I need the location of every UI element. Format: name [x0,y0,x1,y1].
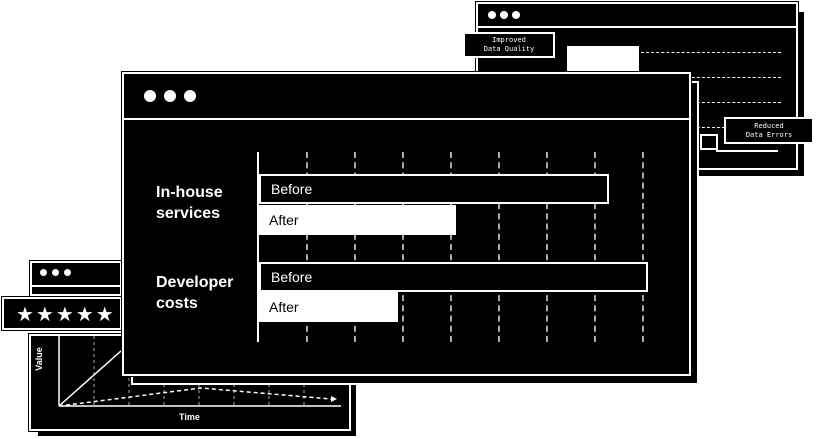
grid-line [402,152,404,342]
title-divider [124,118,689,120]
window-dot-icon [52,269,59,276]
bar-label: Before [271,269,313,285]
grid-line [306,152,308,342]
bar-label: After [269,212,299,228]
grid-line [546,152,548,342]
arrow-icon [331,396,337,402]
title-divider [32,285,120,287]
x-axis-label: Time [179,412,200,422]
grid-line [594,152,596,342]
window-dot-icon [184,90,196,102]
dashed-series [58,387,332,407]
title-divider [478,26,796,28]
y-axis [257,152,259,342]
small-box [700,134,718,150]
grid-line [354,152,356,342]
callout-reduced-data-errors: Reduced Data Errors [724,117,814,144]
window-dot-icon [512,11,520,19]
window-dot-icon [488,11,496,19]
window-dot-icon [164,90,176,102]
callout-text: Reduced Data Errors [745,121,793,139]
grid-line [450,152,452,342]
window-dot-icon [500,11,508,19]
grid-line [641,127,781,128]
category-label: Developer costs [156,274,234,312]
bar-label: Before [271,181,313,197]
bar-after: After [259,292,399,322]
bar-label: After [269,299,299,315]
rating-window: ★★★★★ [1,296,123,331]
callout-text: Improved Data Quality [483,36,535,53]
window-dot-icon [64,269,71,276]
bar-before: Before [259,174,610,204]
bar-before: Before [259,262,648,292]
y-axis-label: Value [33,347,44,371]
grid-line [641,77,781,78]
window-dot-icon [144,90,156,102]
category-label: In-house services [156,184,223,222]
grid-line [642,152,644,342]
grid-line [641,52,781,53]
grid-line [641,102,781,103]
line-series [58,350,131,407]
small-window [29,260,123,297]
five-star-rating: ★★★★★ [16,302,116,326]
bar-after: After [259,205,456,235]
bar-chart: In-house services Developer costs Before… [124,74,689,374]
window-dot-icon [40,269,47,276]
callout-improved-data-quality: Improved Data Quality [463,32,555,58]
grid-line [498,152,500,342]
base-line [716,150,778,152]
main-window: In-house services Developer costs Before… [121,71,692,377]
